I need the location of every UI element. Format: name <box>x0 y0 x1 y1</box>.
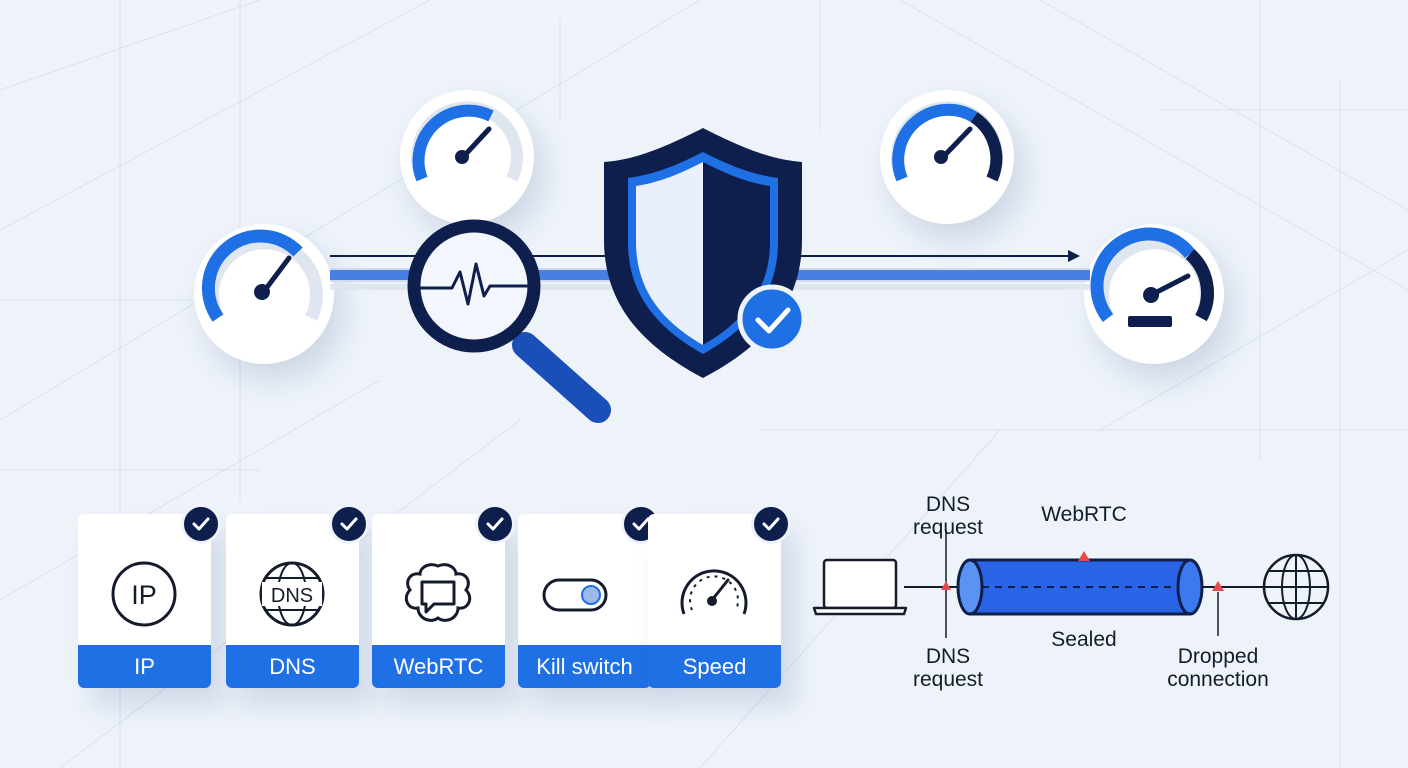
speedometer-icon <box>411 101 523 182</box>
speedometer-icon <box>891 101 1003 182</box>
speedometer-icon <box>202 229 323 322</box>
laptop-icon <box>812 558 908 616</box>
svg-text:IP: IP <box>131 580 157 610</box>
card-label: DNS <box>226 645 359 688</box>
svg-text:DNS: DNS <box>271 585 313 607</box>
dns-request-label-top: DNS request <box>912 493 984 539</box>
card-webrtc[interactable]: WebRTC <box>372 504 515 688</box>
card-kill-switch[interactable]: Kill switch <box>518 504 661 688</box>
webrtc-label: WebRTC <box>1041 503 1127 526</box>
gauge-left <box>188 218 340 370</box>
speed-gauge-icon <box>680 569 748 615</box>
card-label: WebRTC <box>372 645 505 688</box>
card-label: IP <box>78 645 211 688</box>
globe-icon <box>1262 553 1330 621</box>
dns-request-label-bottom: DNS request <box>912 645 984 691</box>
webrtc-chat-icon <box>404 563 472 622</box>
check-icon <box>329 504 369 544</box>
dropped-connection-label: Dropped connection <box>1167 645 1269 691</box>
warning-icon <box>941 581 951 590</box>
toggle-switch-icon <box>542 578 608 612</box>
warning-icon <box>1078 551 1090 561</box>
warning-icon <box>1212 581 1224 591</box>
sealed-label: Sealed <box>1051 628 1117 651</box>
card-dns[interactable]: DNS DNS <box>226 504 369 688</box>
gauge-top-left <box>394 84 540 230</box>
speedometer-icon <box>1090 227 1214 327</box>
card-ip[interactable]: IP IP <box>78 504 221 688</box>
magnifier-pulse-icon <box>407 219 611 423</box>
ip-icon: IP <box>111 561 177 627</box>
vpn-tunnel-diagram: DNS request WebRTC DNS request Sealed Dr… <box>800 480 1360 700</box>
tunnel-graphic <box>812 530 1330 638</box>
check-icon <box>475 504 515 544</box>
gauge-top-right <box>874 84 1020 230</box>
tunnel-pipe <box>956 558 1204 616</box>
card-label: Speed <box>648 645 781 688</box>
check-icon <box>181 504 221 544</box>
shield-check-icon <box>604 128 807 378</box>
card-speed[interactable]: Speed <box>648 504 791 688</box>
gauge-right <box>1078 218 1230 370</box>
check-icon <box>751 504 791 544</box>
card-label: Kill switch <box>518 645 651 688</box>
dns-globe-icon: DNS <box>259 561 325 627</box>
